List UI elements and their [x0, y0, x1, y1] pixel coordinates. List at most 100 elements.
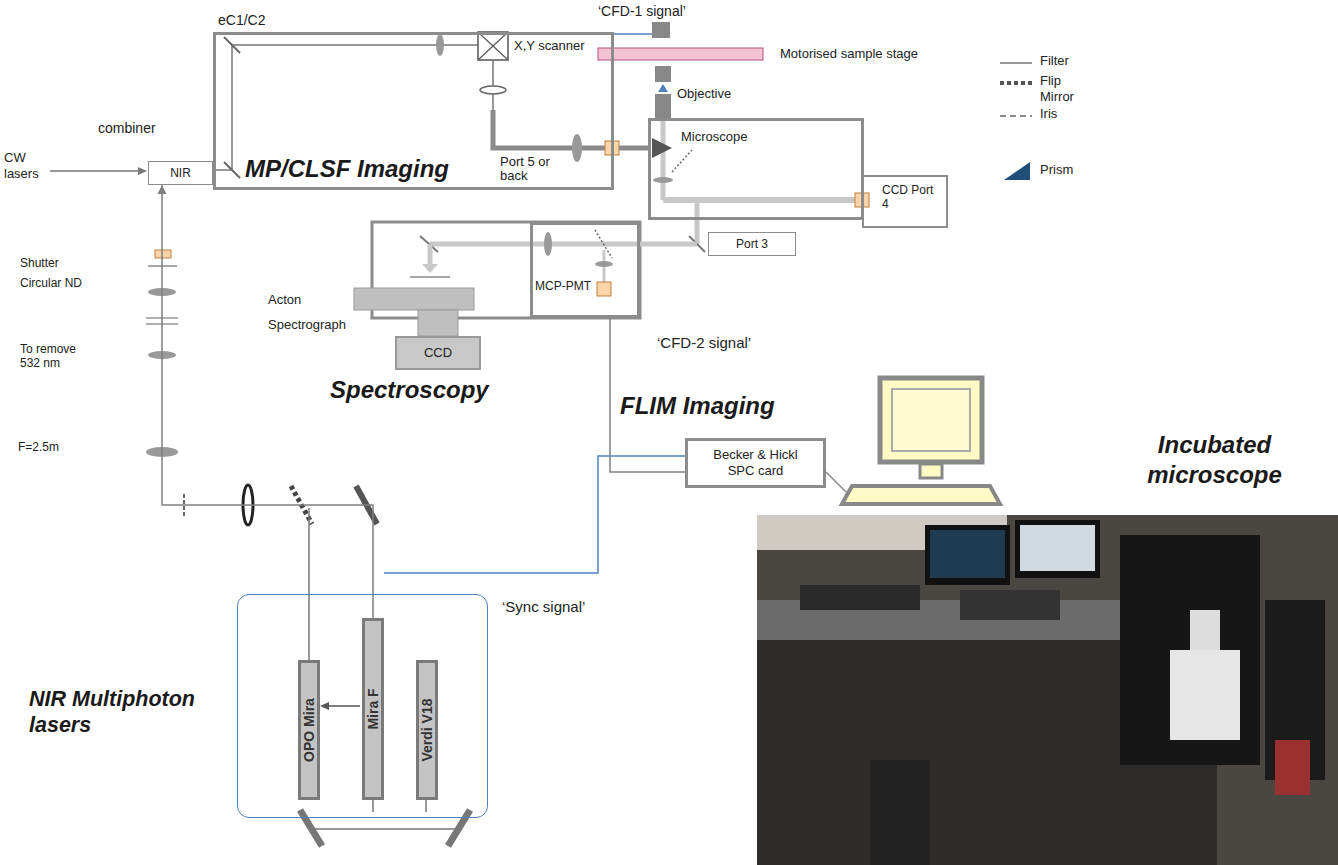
- annotation-label: Motorised sample stage: [780, 46, 918, 62]
- lab-photo: [757, 515, 1338, 865]
- annotation-label: Shutter: [20, 256, 59, 270]
- scan-head-optics: [478, 32, 508, 60]
- lab-photo: [925, 525, 1010, 585]
- legend-sample: [1000, 74, 1034, 96]
- legend-text: Flip Mirror: [1040, 73, 1088, 104]
- pump-mirrors: [300, 800, 470, 846]
- arrow-head: [158, 185, 167, 194]
- annotation-label: CW lasers: [4, 150, 48, 181]
- scan-head-optics: [493, 110, 605, 148]
- computer: [880, 378, 982, 462]
- legend-sample: [1000, 107, 1034, 129]
- beam-optics: [308, 508, 310, 660]
- port-box: CCD Port 4: [862, 175, 948, 228]
- scan-head-optics: [572, 134, 582, 162]
- beam-optics: [326, 705, 360, 707]
- microscope-optics: [672, 150, 692, 172]
- scan-head-optics: [478, 32, 508, 60]
- annotation-label: Incubated microscope: [1132, 430, 1297, 490]
- node-label: CCD: [424, 345, 452, 361]
- microscope-optics: [695, 200, 700, 244]
- annotation-label: Objective: [677, 86, 731, 102]
- node-label: MCP-PMT: [535, 279, 591, 293]
- legend-sample: [1000, 54, 1034, 76]
- combiner-box: NIR: [148, 161, 213, 185]
- legend-sample: [1000, 62, 1032, 64]
- spectroscopy-optics: [354, 288, 474, 310]
- port-box: Port 3: [708, 232, 796, 256]
- node-label: Microscope: [681, 129, 747, 145]
- legend-text: Prism: [1040, 162, 1088, 178]
- pump-mirrors: [425, 800, 427, 812]
- annotation-label: To remove 532 nm: [20, 342, 90, 371]
- spectroscopy-optics: [597, 282, 611, 296]
- sample-stage: [655, 66, 671, 82]
- node-label: Mira F: [365, 688, 382, 729]
- annotation-label: Circular ND: [20, 276, 82, 290]
- pump-mirrors: [448, 810, 470, 846]
- lab-photo: [1190, 610, 1220, 650]
- spectroscopy-optics: [354, 222, 697, 336]
- lab-photo: [757, 515, 1338, 865]
- sample-stage: [652, 22, 670, 38]
- annotation-label: combiner: [98, 120, 156, 137]
- lab-photo: [1120, 535, 1260, 765]
- microscope-optics: [663, 197, 856, 203]
- lab-photo: [1170, 650, 1240, 740]
- edge-label: ‘CFD-2 signal’: [655, 334, 753, 352]
- scan-head-optics: [480, 86, 506, 94]
- cw-input-arrow: [138, 167, 147, 175]
- microscope-optics: [661, 118, 666, 200]
- annotation-label: FLIM Imaging: [620, 392, 775, 421]
- scan-head-optics: [436, 34, 444, 56]
- spectroscopy-optics: [422, 264, 438, 273]
- sample-stage: [598, 22, 763, 118]
- laser-box: Verdi V18: [416, 660, 438, 800]
- legend-sample: [1000, 81, 1032, 85]
- annotation-label: X,Y scanner: [514, 38, 585, 54]
- legend-text: Iris: [1040, 106, 1088, 122]
- scan-head-optics: [619, 146, 650, 151]
- beam-optics: [155, 250, 171, 258]
- spectroscopy-optics: [544, 232, 552, 256]
- microscope-optics: [653, 177, 673, 183]
- node-label: OPO Mira: [301, 698, 318, 762]
- computer: [920, 464, 942, 478]
- lab-photo: [960, 590, 1060, 620]
- node-label: NIR: [170, 166, 191, 180]
- lab-photo: [1275, 740, 1310, 795]
- computer: [826, 472, 848, 494]
- legend-sample: [1000, 115, 1032, 117]
- cw-input-arrow: [50, 170, 140, 172]
- counting-card-box: Becker & Hickl SPC card: [685, 438, 826, 488]
- annotation-label: ‘CFD-1 signal’: [598, 4, 686, 19]
- lab-photo: [800, 585, 920, 610]
- edge-label: ‘Sync signal’: [500, 598, 587, 616]
- spectroscopy-optics: [418, 310, 458, 336]
- beam-optics: [146, 250, 377, 710]
- scan-head-optics: [478, 32, 508, 60]
- scan-head-optics: [224, 37, 240, 53]
- lab-photo: [1015, 520, 1100, 578]
- computer: [892, 389, 970, 451]
- scan-head-optics: [224, 162, 240, 178]
- legend-text: Filter: [1040, 53, 1088, 69]
- scan-head-optics: [492, 60, 494, 110]
- annotation-label: MP/CLSF Imaging: [245, 156, 449, 182]
- pump-mirrors: [300, 810, 322, 846]
- microscope-optics: [652, 138, 672, 158]
- beam-optics: [320, 702, 329, 710]
- laser-box: OPO Mira: [298, 660, 320, 800]
- annotation-label: Port 5 or back: [500, 155, 562, 184]
- pump-mirrors: [314, 828, 456, 830]
- microscope-box: Microscope: [648, 118, 864, 220]
- detector-box: MCP-PMT: [530, 222, 640, 318]
- spectroscopy-optics: [430, 242, 697, 247]
- annotation-label: F=2.5m: [18, 440, 59, 454]
- node-label: NIR Multiphoton lasers: [29, 687, 234, 739]
- spectroscopy-optics: [595, 261, 613, 267]
- computer: [842, 486, 1000, 504]
